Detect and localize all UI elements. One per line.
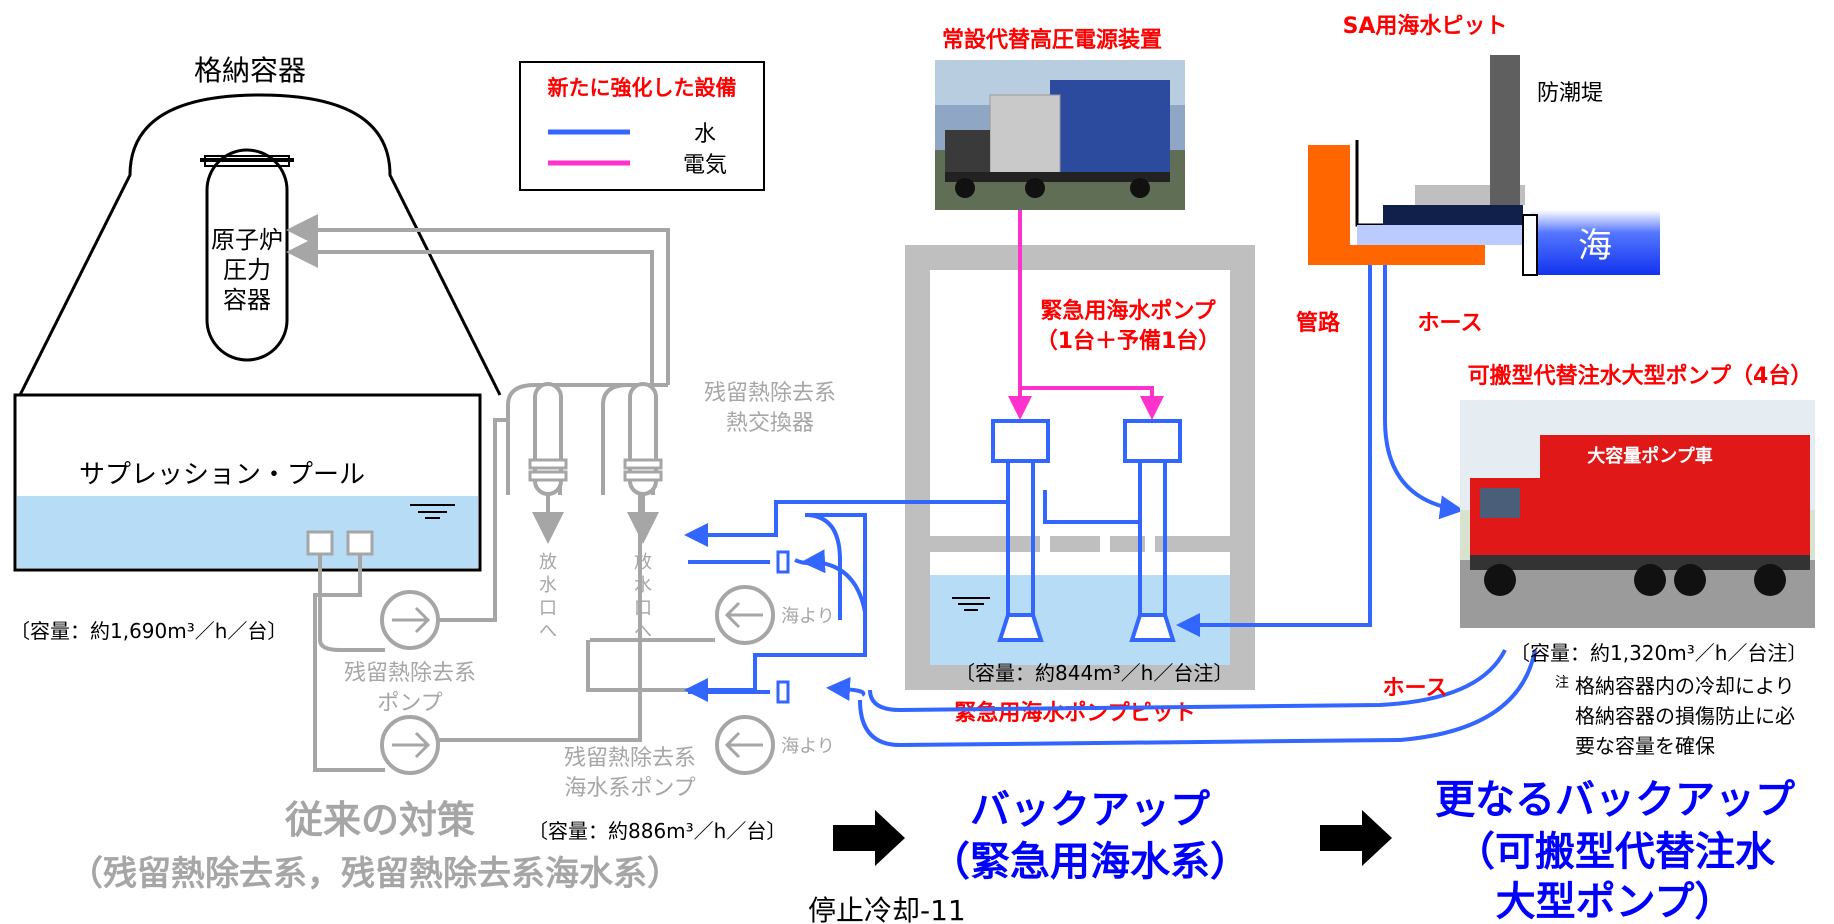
conventional-title: 従来の対策 (284, 798, 475, 842)
rhr-heat-exchanger-left (528, 382, 568, 496)
truck-text: 大容量ポンプ車 (1587, 445, 1712, 467)
electric-lines (1008, 210, 1164, 420)
legend-electric-label: 電気 (683, 153, 727, 178)
emergency-pump-left-icon (991, 419, 1050, 642)
rhr-sw-pump-label-1: 残留熱除去系 (564, 746, 696, 771)
rhr-pump-lower-icon (380, 715, 440, 775)
pipe-label: 管路 (1296, 310, 1341, 336)
note-mark: 注 (1555, 675, 1569, 691)
rpv-label-1: 原子炉 (211, 226, 283, 254)
reactor-pressure-vessel (200, 148, 294, 362)
further-backup-title: 更なるバックアップ (1435, 777, 1795, 823)
legend-water-label: 水 (694, 122, 716, 147)
outlet2-char-2: 水 (634, 575, 652, 596)
emergency-pump-right-icon (1123, 419, 1182, 642)
legend (519, 61, 765, 191)
outlet1-char-2: 水 (539, 575, 557, 596)
arrow-right-icon-1 (833, 810, 905, 866)
outlet2-char-3: 口 (634, 598, 652, 619)
outlet2-char-1: 放 (634, 552, 652, 573)
further-backup-subtitle-1: （可搬型代替注水 (1455, 829, 1776, 875)
water-lines (684, 265, 1537, 748)
sa-pit-title: SA用海水ピット (1343, 13, 1508, 39)
sa-seawater-pit (1308, 55, 1660, 276)
note-line-2: 格納容器の損傷防止に必 (1575, 704, 1795, 728)
hose-label-2: ホース (1383, 676, 1448, 701)
pit-capacity: 〔容量：約844m³／h／台注〕 (955, 661, 1233, 685)
containment-capacity: 〔容量：約1,690m³／h／台〕 (10, 619, 287, 643)
small-boxes (776, 550, 790, 704)
pit-label: 緊急用海水ポンプピット (954, 700, 1195, 726)
portable-capacity: 〔容量：約1,320m³／h／台注〕 (1510, 641, 1807, 665)
conventional-subtitle: （残留熱除去系，残留熱除去系海水系） (69, 854, 681, 894)
containment-vessel (13, 93, 502, 572)
emergency-pump-label-2: （1台＋予備1台） (1036, 328, 1221, 354)
sea-label: 海 (1578, 226, 1612, 266)
generator-photo (935, 60, 1185, 210)
containment-title: 格納容器 (194, 54, 306, 87)
generator-title: 常設代替高圧電源装置 (942, 27, 1162, 53)
rhr-hx-label-2: 熱交換器 (726, 411, 814, 436)
rhr-heat-exchanger-right (623, 382, 663, 496)
arrow-right-icon-2 (1320, 810, 1392, 866)
outlet1-char-3: 口 (539, 598, 557, 619)
rpv-label-3: 容器 (223, 286, 271, 314)
rhr-pump-label-1: 残留熱除去系 (344, 661, 476, 686)
note-line-3: 要な容量を確保 (1575, 734, 1715, 758)
hose-label-1: ホース (1418, 311, 1483, 336)
page-number: 停止冷却-11 (808, 894, 966, 924)
rhr-sw-pump-upper-icon (715, 585, 775, 645)
outlet1-char-1: 放 (539, 552, 557, 573)
portable-pump-title: 可搬型代替注水大型ポンプ（4台） (1468, 363, 1813, 389)
further-backup-subtitle-2: 大型ポンプ） (1496, 879, 1735, 924)
rhr-sw-capacity: 〔容量：約886m³／h／台〕 (528, 819, 786, 843)
rhr-pump-label-2: ポンプ (377, 691, 442, 716)
legend-title: 新たに強化した設備 (548, 76, 737, 100)
rhr-pump-upper-icon (380, 590, 440, 650)
backup-title: バックアップ (970, 787, 1210, 833)
outlet1-char-4: へ (539, 621, 557, 642)
backup-subtitle: （緊急用海水系） (930, 839, 1250, 885)
rhr-sw-pump-lower-icon (715, 715, 775, 775)
emergency-pump-label-1: 緊急用海水ポンプ (1040, 298, 1216, 324)
from-sea-label-1: 海より (781, 606, 835, 627)
portable-pump-photo (1460, 400, 1815, 628)
rhr-hx-label-1: 残留熱除去系 (704, 381, 836, 406)
seawall-label: 防潮堤 (1537, 81, 1603, 106)
rpv-label-2: 圧力 (223, 256, 271, 284)
suppression-pool-label: サプレッション・プール (79, 460, 365, 490)
note-line-1: 格納容器内の冷却により (1575, 674, 1795, 698)
outlet2-char-4: へ (634, 621, 652, 642)
from-sea-label-2: 海より (781, 736, 835, 757)
rhr-sw-pump-label-2: 海水系ポンプ (564, 776, 695, 801)
